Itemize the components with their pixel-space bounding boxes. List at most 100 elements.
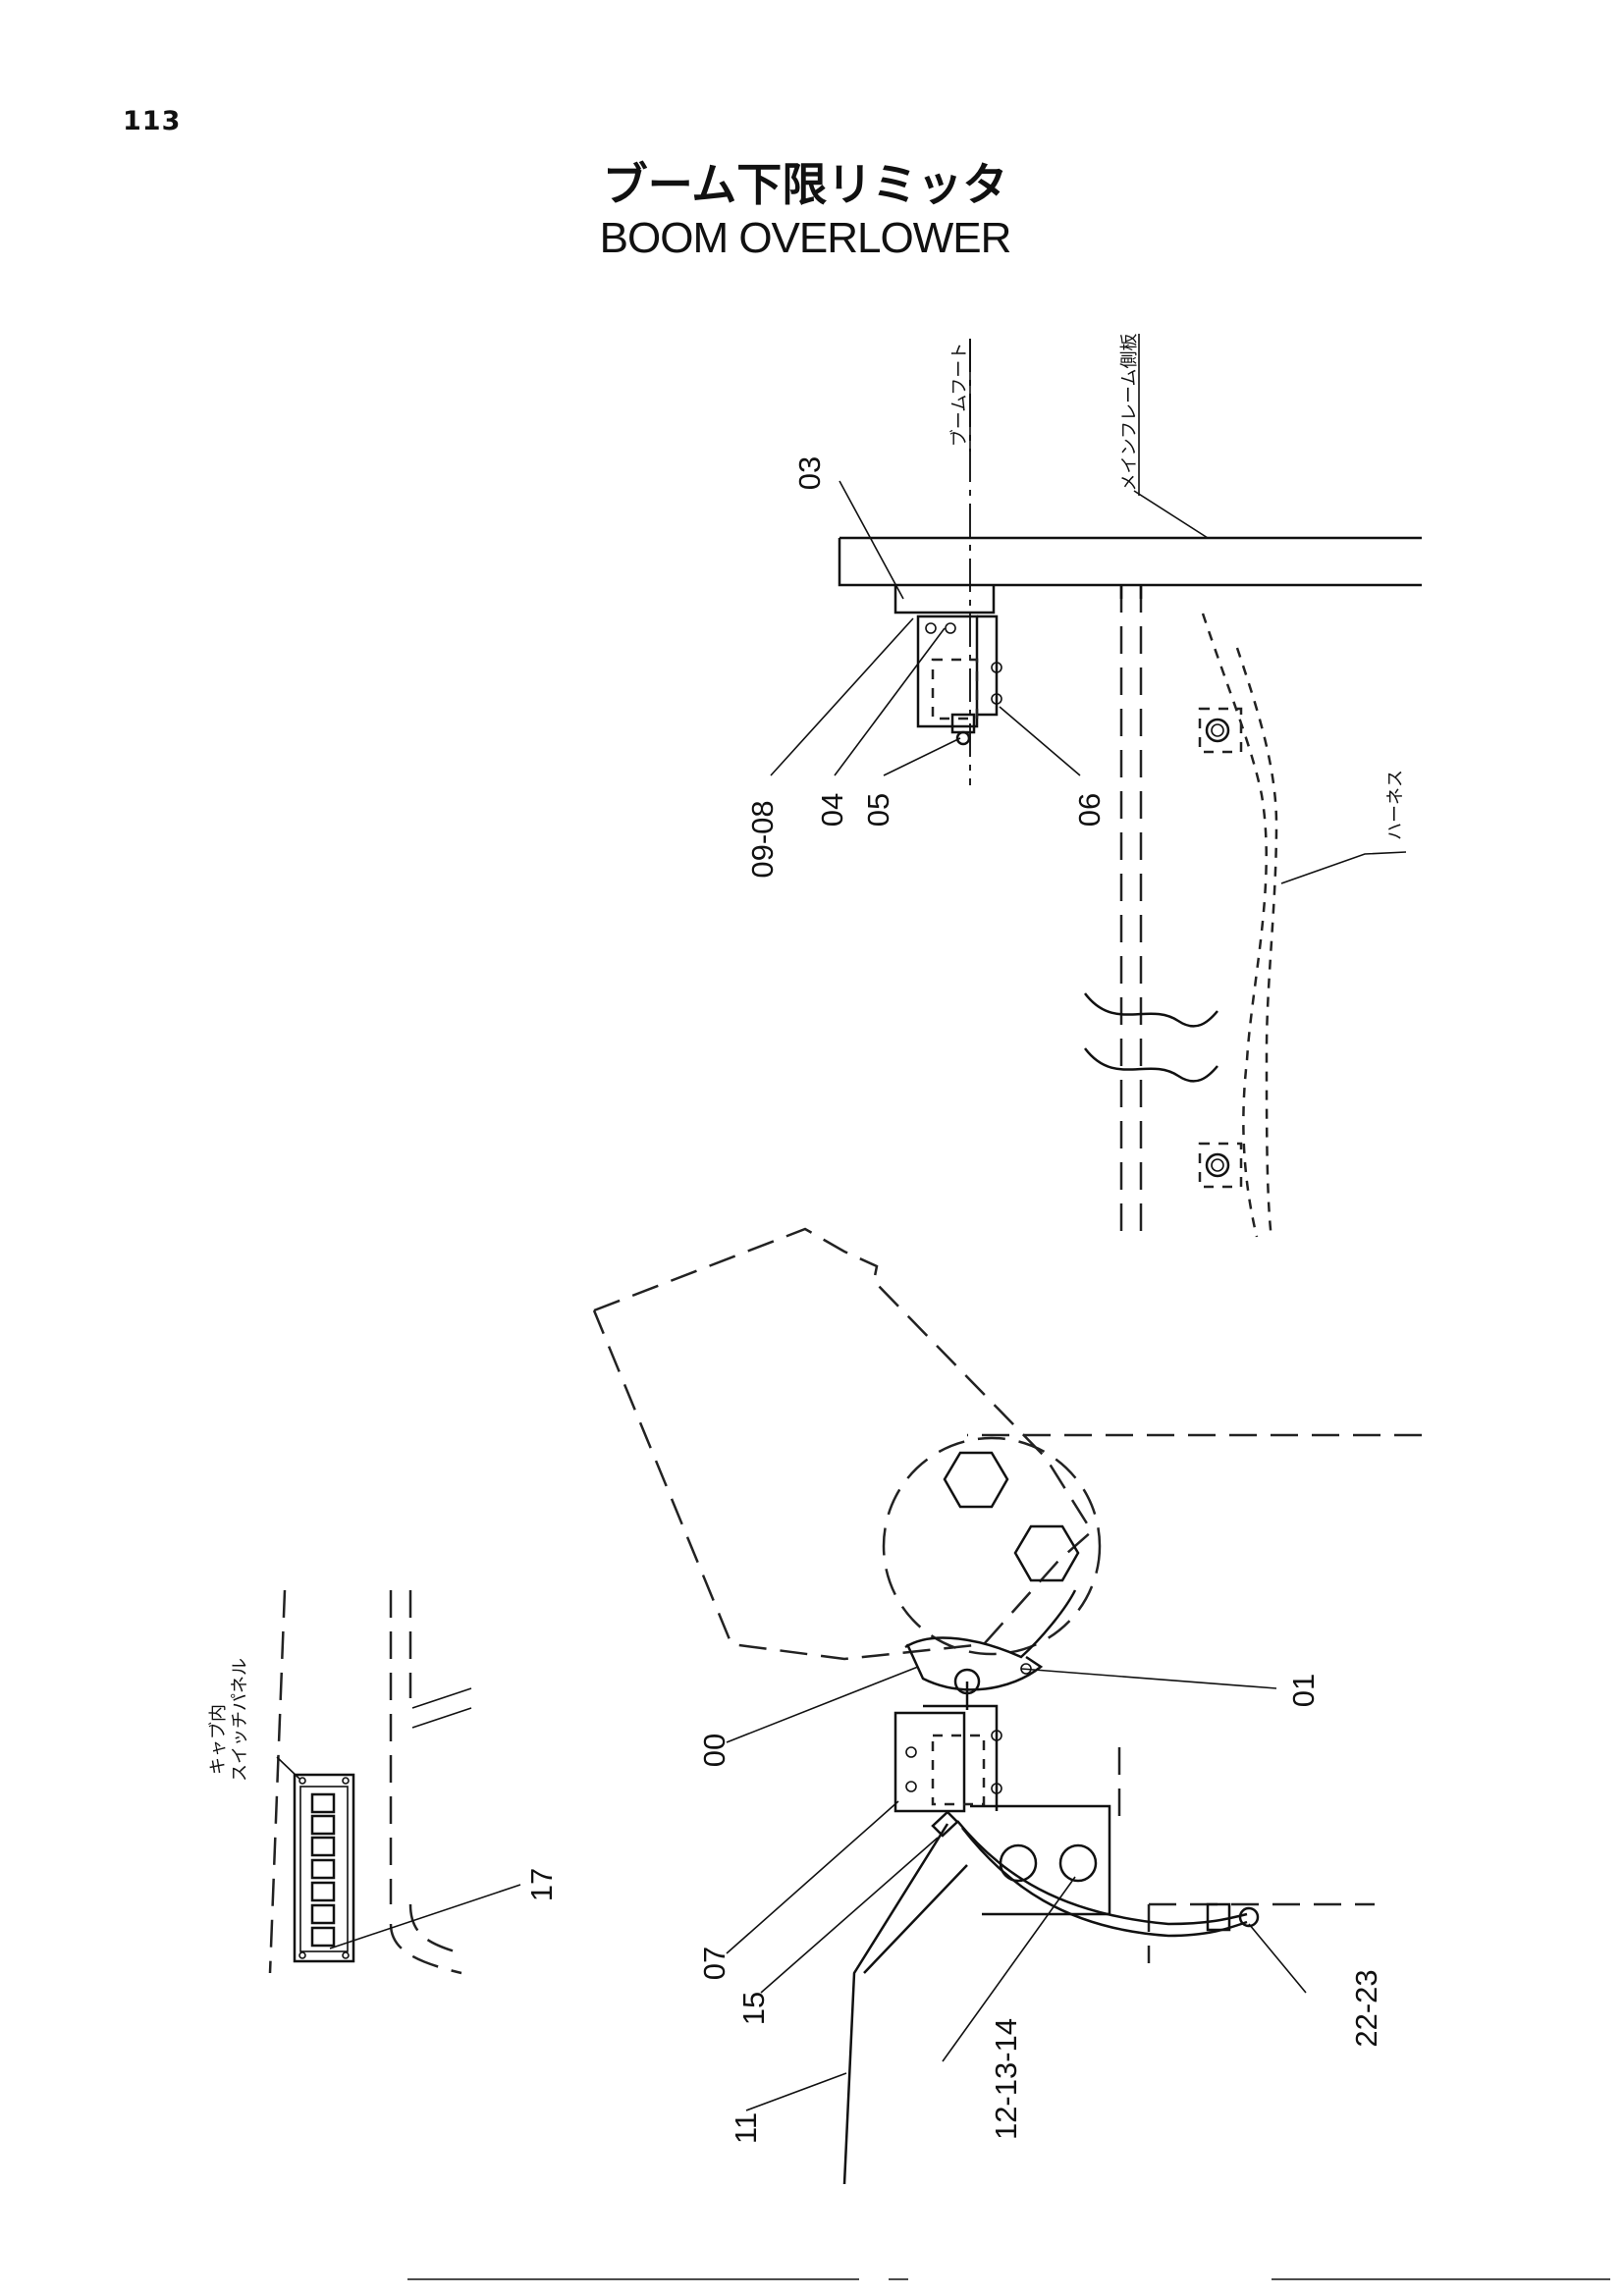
cable-branch: [863, 1864, 968, 1974]
limit-switch-bolt-d: [991, 1783, 1002, 1794]
harness-path-2: [1235, 647, 1278, 1240]
harness-path: [1201, 613, 1268, 1238]
mounting-plate: [970, 1804, 1111, 1916]
part-label-09-08: 09-08: [745, 800, 780, 878]
part-label-01: 01: [1286, 1674, 1321, 1707]
leader-05: [883, 737, 961, 776]
cable-harness: [842, 1823, 949, 2185]
note-boom-foot: ブームフート: [948, 343, 970, 447]
bolt-head-d: [991, 693, 1002, 705]
harness-clamp-upper: [1198, 707, 1243, 754]
title-japanese: ブーム下限リミッタ: [602, 158, 1008, 211]
panel-screw-d: [342, 1951, 350, 1959]
title-english: BOOM OVERLOWER: [599, 214, 1012, 262]
panel-switch-7: [310, 1926, 336, 1948]
part-label-22-23: 22-23: [1349, 1969, 1383, 2047]
note-cab-line1: キャブ内: [207, 1704, 229, 1775]
boom-hub-circle: [882, 1436, 1102, 1656]
note-main-frame-side-plate: メインフレーム側板: [1119, 334, 1140, 492]
panel-switch-5: [310, 1881, 336, 1902]
panel-switch-2: [310, 1814, 336, 1836]
harness-clamp-upper-nut: [1211, 723, 1224, 737]
harness-clamp-upper-bolt: [1205, 718, 1230, 743]
part-label-06: 06: [1072, 793, 1107, 827]
switch-panel: [293, 1773, 355, 1963]
main-frame-bottom-edge: [838, 538, 1422, 587]
cable-to-ground: [956, 1820, 1248, 1926]
leader-22-23: [1248, 1923, 1307, 1994]
hub-bolt-lower: [1013, 1524, 1080, 1582]
limit-switch-bolt-a: [905, 1746, 917, 1758]
leader-11: [745, 2072, 847, 2111]
part-label-04: 04: [815, 793, 849, 827]
bolt-head-a: [925, 622, 937, 634]
note-labels: ブームフート メインフレーム側板 ハーネス キャブ内 スイッチパネル: [207, 334, 1406, 1782]
part-label-17: 17: [524, 1868, 559, 1901]
switch-bracket: [977, 614, 999, 717]
top-view: [770, 334, 1422, 1240]
switch-roller: [955, 730, 971, 746]
note-harness: ハーネス: [1385, 770, 1406, 840]
cable-to-ground-2: [961, 1827, 1248, 1938]
switch-body-hidden: [931, 658, 979, 721]
leader-03: [839, 480, 904, 600]
boom-outline: [592, 1227, 1094, 1661]
harness-clamp-lower-nut: [1211, 1158, 1224, 1172]
leader-harness: [1280, 851, 1407, 884]
leader-09-08: [770, 617, 914, 776]
limit-switch-housing: [893, 1711, 966, 1813]
page-number: 113: [123, 106, 182, 136]
leader-17: [329, 1884, 521, 1949]
cab-mark-b: [411, 1707, 472, 1729]
leader-06: [999, 706, 1081, 776]
limit-switch-bolt-c: [991, 1730, 1002, 1741]
panel-screw-c: [298, 1951, 306, 1959]
cab-wall-curve-b: [389, 1923, 462, 1975]
bolt-head-c: [991, 662, 1002, 673]
title-block: ブーム下限リミッタ BOOM OVERLOWER: [589, 157, 1021, 265]
leader-04: [834, 627, 946, 776]
cab-note-leader: [276, 1756, 300, 1780]
cab-mark-a: [411, 1687, 472, 1709]
harness-clamp-lower-bolt: [1205, 1152, 1230, 1178]
ground-terminal-ring: [1238, 1906, 1260, 1928]
limit-switch-bracket: [923, 1704, 999, 1811]
part-label-03: 03: [792, 456, 827, 490]
panel-switch-3: [310, 1836, 336, 1857]
leader-12-14: [942, 1876, 1076, 2062]
bolt-head-b: [945, 622, 956, 634]
break-mark-upper: [1084, 992, 1218, 1028]
panel-switch-1: [310, 1792, 336, 1814]
switch-panel-inner: [299, 1786, 349, 1952]
limit-switch-bolt-b: [905, 1781, 917, 1792]
part-label-11: 11: [729, 2112, 763, 2144]
limit-switch-body: [931, 1734, 986, 1806]
part-labels: 03 09-08 04 05 06 00 01 07 15 11 12-13-1…: [524, 456, 1383, 2144]
panel-screw-a: [298, 1777, 306, 1785]
hub-bolt-upper: [943, 1451, 1009, 1509]
plate-clamp-b: [1058, 1843, 1098, 1883]
note-cab-line2: スイッチパネル: [230, 1658, 250, 1782]
leader-07: [726, 1800, 899, 1954]
part-label-00: 00: [697, 1734, 731, 1767]
side-view: [592, 1227, 1422, 2185]
break-mark-lower: [1084, 1047, 1218, 1083]
leader-00: [726, 1666, 919, 1743]
leader-15: [760, 1837, 939, 1994]
leader-01: [1020, 1668, 1277, 1689]
panel-screw-b: [342, 1777, 350, 1785]
connector: [931, 1810, 959, 1838]
part-label-05: 05: [861, 793, 895, 827]
ground-terminal-nut: [1206, 1902, 1231, 1932]
part-label-07: 07: [697, 1947, 731, 1980]
cab-wall-left: [268, 1589, 287, 1974]
boom-foot-block: [893, 585, 996, 614]
panel-switch-6: [310, 1903, 336, 1925]
part-label-12-14: 12-13-14: [989, 2018, 1023, 2140]
panel-switch-4: [310, 1858, 336, 1880]
cab-view: [268, 1589, 521, 1975]
cab-wall-curve: [408, 1903, 462, 1955]
cam-arc: [904, 1589, 1077, 1659]
leader-main-frame: [1133, 490, 1209, 539]
